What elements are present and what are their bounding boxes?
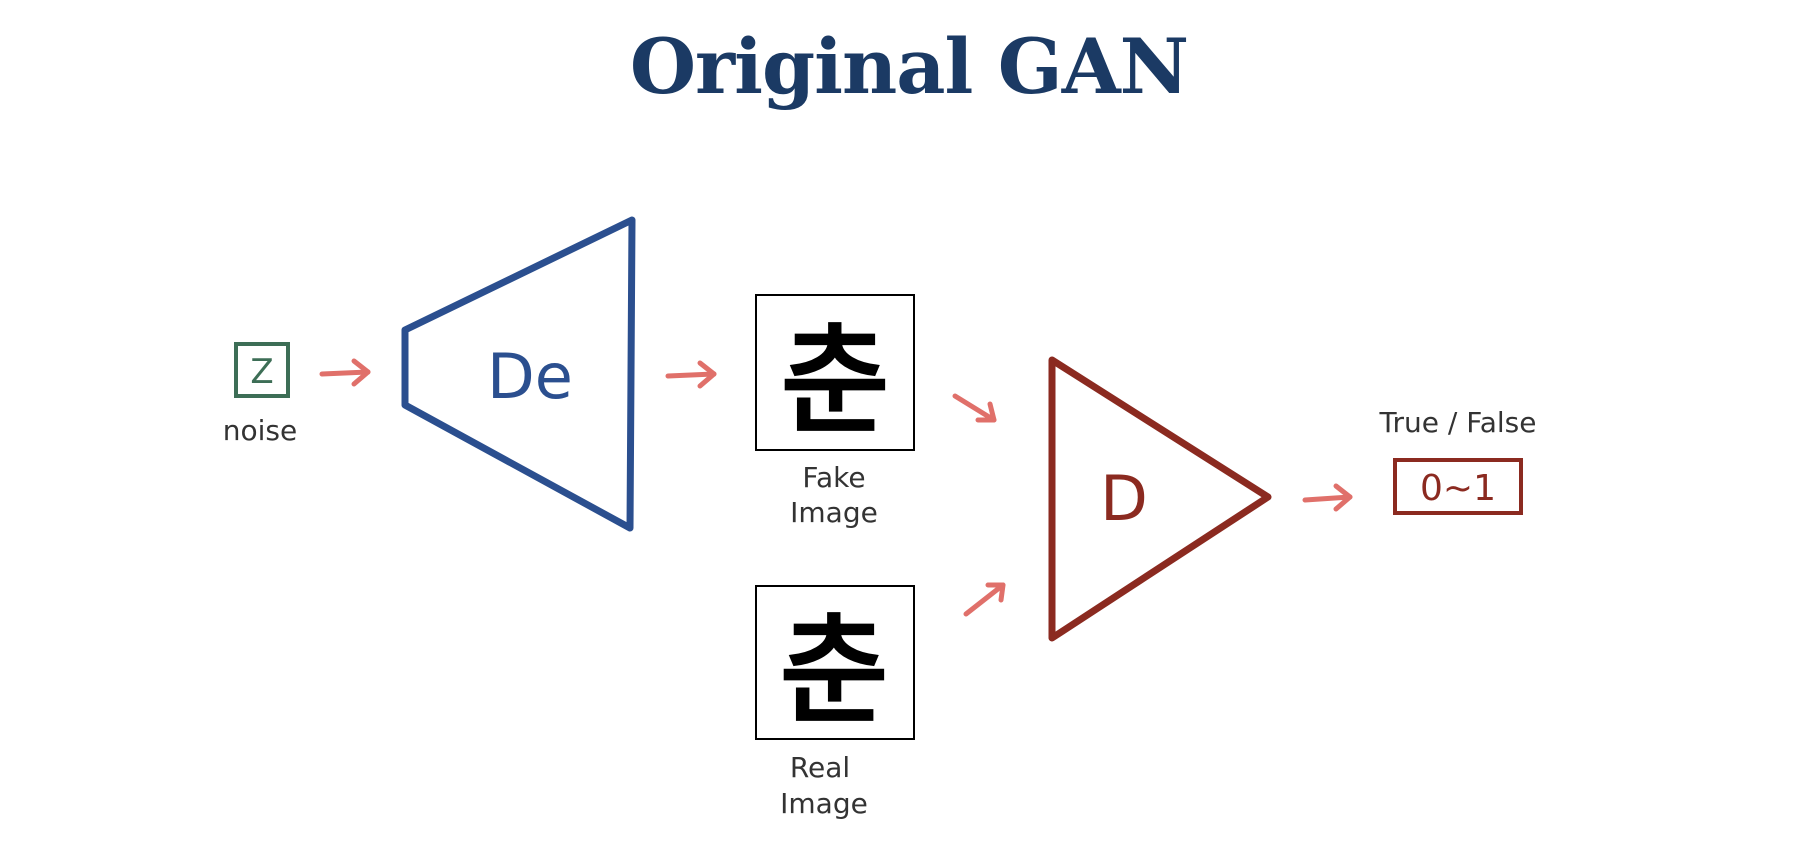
noise-symbol: Z xyxy=(250,352,273,392)
noise-box xyxy=(234,342,290,398)
fake-image-node: 춘 Fake Image xyxy=(755,294,915,529)
real-image-node: 춘 Real Image xyxy=(755,585,915,820)
arrow-discriminator-to-output xyxy=(1302,483,1353,512)
output-node: True / False 0~1 xyxy=(1379,406,1537,515)
arrow-generator-to-fake xyxy=(665,360,717,389)
generator-node: De xyxy=(401,216,636,532)
real-image-frame xyxy=(755,585,915,740)
discriminator-node: D xyxy=(1048,356,1272,642)
fake-image-caption-line1: Fake xyxy=(802,461,865,494)
arrow-real-to-discriminator xyxy=(963,582,1006,617)
discriminator-shape xyxy=(1048,356,1272,642)
fake-image-caption-line2: Image xyxy=(790,496,878,529)
fake-image-glyph: 춘 xyxy=(781,312,890,450)
arrow-fake-to-discriminator xyxy=(952,393,997,423)
diagram-title: Original GAN xyxy=(629,22,1189,111)
real-image-caption-line2: Image xyxy=(780,787,868,820)
output-value: 0~1 xyxy=(1420,468,1496,509)
real-image-caption-line1: Real xyxy=(790,751,850,784)
output-header: True / False xyxy=(1379,406,1537,439)
arrow-noise-to-generator xyxy=(319,358,371,387)
fake-image-frame xyxy=(755,294,915,451)
generator-shape xyxy=(401,216,636,532)
discriminator-label: D xyxy=(1100,462,1148,535)
generator-label: De xyxy=(487,340,573,413)
noise-label: noise xyxy=(223,414,297,447)
noise-node: Z noise xyxy=(223,342,297,447)
output-box xyxy=(1393,458,1523,515)
real-image-glyph: 춘 xyxy=(780,602,889,740)
